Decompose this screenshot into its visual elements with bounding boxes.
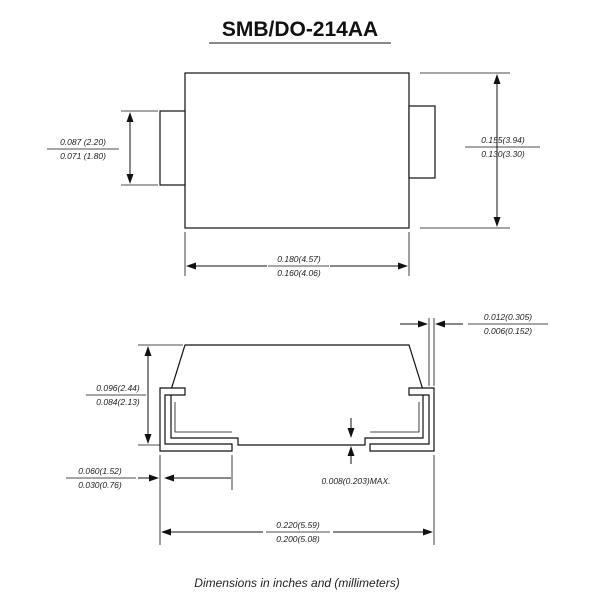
side-view-right-lead — [369, 387, 435, 452]
side-view-left-lead — [159, 387, 233, 452]
left-lead-inner-edge — [174, 402, 232, 433]
body-thickness-max: 0.096(2.44) — [96, 383, 140, 393]
body-thickness-min: 0.084(2.13) — [96, 397, 140, 407]
lead-length-dimension: 0.060(1.52) 0.030(0.76) — [66, 455, 233, 545]
lead-thickness-max: 0.012(0.305) — [484, 312, 532, 322]
dimensions-caption: Dimensions in inches and (millimeters) — [194, 576, 399, 590]
drawing-title: SMB/DO-214AA — [222, 18, 378, 41]
lead-thickness-dimension: 0.012(0.305) 0.006(0.152) — [400, 312, 548, 386]
overall-length-max: 0.220(5.59) — [276, 520, 320, 530]
side-view-body — [170, 344, 424, 446]
body-thickness-dimension: 0.096(2.44) 0.084(2.13) — [86, 344, 183, 446]
top-view-body — [184, 72, 410, 229]
right-lead-inner-edge — [370, 402, 420, 433]
lead-length-min: 0.030(0.76) — [78, 480, 122, 490]
top-view-right-lead — [408, 105, 436, 179]
top-view: 0.087 (2.20) 0.071 (1.80) 0.155(3.94) 0.… — [47, 72, 540, 278]
standoff-max: 0.008(0.203)MAX. — [322, 476, 391, 486]
lead-height-dimension: 0.087 (2.20) 0.071 (1.80) — [47, 110, 158, 186]
lead-thickness-min: 0.006(0.152) — [484, 326, 532, 336]
standoff-dimension: 0.008(0.203)MAX. — [322, 418, 391, 486]
lead-length-max: 0.060(1.52) — [78, 466, 122, 476]
lead-height-max: 0.087 (2.20) — [60, 137, 106, 147]
body-width-min: 0.160(4.06) — [277, 268, 321, 278]
body-height-max: 0.155(3.94) — [481, 135, 525, 145]
body-height-dimension: 0.155(3.94) 0.130(3.30) — [420, 72, 540, 229]
body-height-min: 0.130(3.30) — [481, 149, 525, 159]
body-width-max: 0.180(4.57) — [277, 254, 321, 264]
overall-length-dimension: 0.220(5.59) 0.200(5.08) — [161, 455, 435, 545]
top-view-left-lead — [159, 110, 186, 186]
body-width-dimension: 0.180(4.57) 0.160(4.06) — [184, 232, 410, 278]
side-view: 0.012(0.305) 0.006(0.152) 0.096(2.44) 0.… — [66, 312, 548, 545]
lead-height-min: 0.071 (1.80) — [60, 151, 106, 161]
overall-length-min: 0.200(5.08) — [276, 534, 320, 544]
